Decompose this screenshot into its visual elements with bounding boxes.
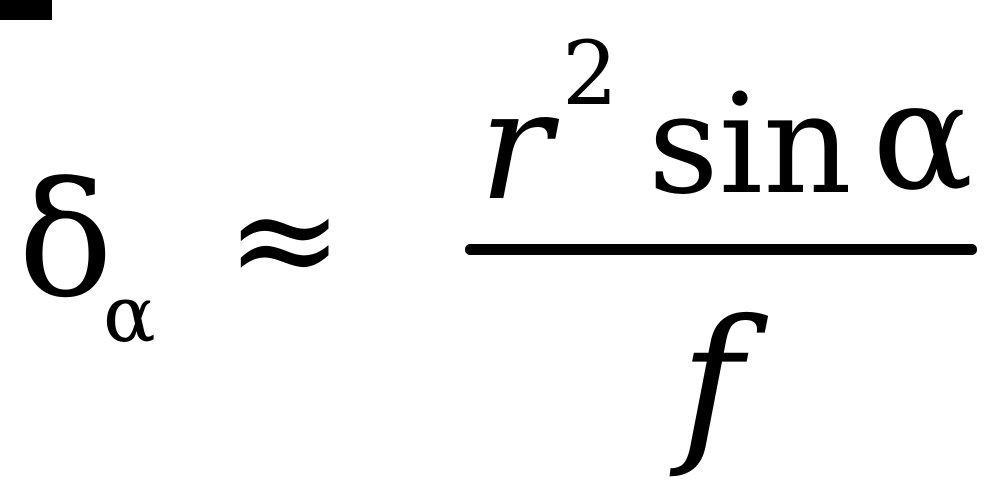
- lhs-delta-symbol: δ: [18, 149, 114, 333]
- denominator-f: f: [680, 284, 743, 482]
- numerator-alpha: α: [872, 50, 974, 224]
- numerator-sin-function: sin: [648, 64, 852, 225]
- minus-sign: [0, 0, 52, 20]
- numerator-exponent: 2: [562, 22, 618, 125]
- lhs-alpha-subscript: α: [103, 270, 156, 360]
- fraction-bar: [465, 244, 977, 255]
- approx-equal-sign: ≈: [226, 158, 344, 321]
- numerator-r: r: [479, 57, 552, 234]
